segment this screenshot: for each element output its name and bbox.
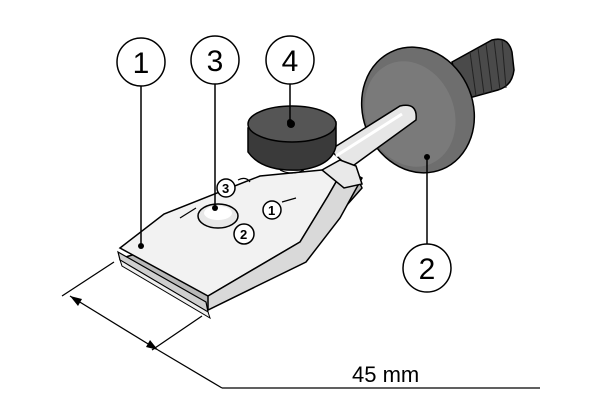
leader-lines (140, 84, 428, 246)
leader-dot-3 (212, 205, 218, 211)
callout-3: 3 (190, 35, 240, 85)
rotation-markings: 3 1 2 (179, 177, 297, 245)
extension-line-right (151, 315, 203, 351)
screw-head (197, 203, 239, 229)
dimension-leader (157, 349, 223, 389)
arrowhead-left-icon (70, 296, 82, 306)
mark-2-circle (233, 223, 255, 245)
arrowhead-right-icon (146, 340, 158, 350)
arrow-icon (281, 197, 297, 203)
mark-1-circle (262, 200, 282, 220)
mark-3-circle (216, 178, 236, 198)
arrow-icon (237, 177, 251, 183)
mark-2-label: 2 (240, 227, 247, 242)
callout-4-label: 4 (282, 45, 299, 78)
mark-3-label: 3 (222, 181, 229, 196)
top-knob (247, 105, 337, 174)
callout-1-label: 1 (133, 47, 150, 80)
arrow-icon (179, 207, 197, 219)
callout-1: 1 (116, 37, 166, 87)
callout-3-label: 3 (207, 45, 224, 78)
callout-4: 4 (265, 35, 315, 85)
callout-2: 2 (402, 243, 452, 293)
leader-dot-2 (424, 154, 430, 160)
extension-line-left (61, 261, 115, 297)
shaft (328, 104, 417, 169)
dimension-label: 45 mm (352, 362, 419, 387)
leader-dot-4 (287, 119, 293, 125)
dimension-line (69, 295, 159, 351)
callout-2-label: 2 (419, 253, 436, 286)
leader-dot-1 (138, 243, 144, 249)
dimension-lines (61, 261, 540, 389)
mark-1-label: 1 (268, 203, 275, 218)
